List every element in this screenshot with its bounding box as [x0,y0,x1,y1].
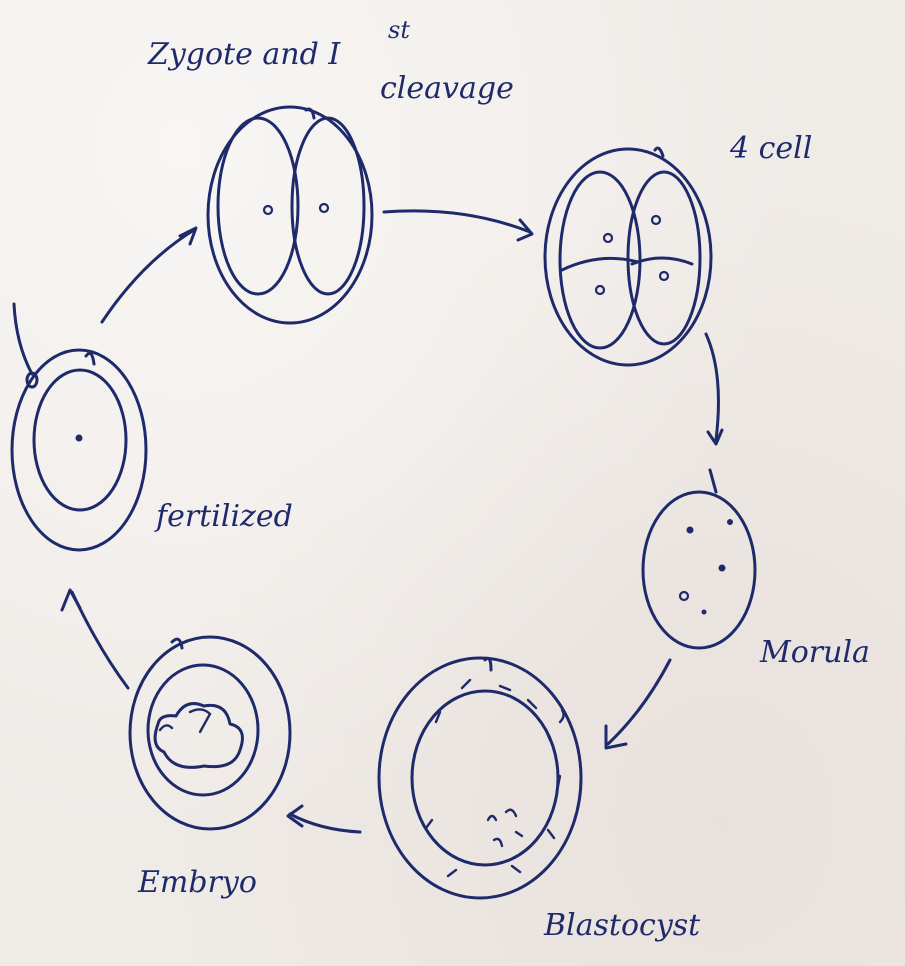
nucleus-3 [596,286,604,294]
four-cell-stage [545,148,711,365]
label-zygote-line1: Zygote and I [147,37,341,72]
label-fertilized: fertilized [154,499,293,534]
embryo-stage [130,637,290,829]
cell-dot [702,610,707,615]
cell-dot [680,592,688,600]
arrow-zygote-to-4cell [384,211,530,232]
zona-notch [485,658,491,670]
arrowhead [180,228,196,244]
blastocyst-stage [379,658,581,898]
zona-notch [86,353,94,364]
nucleus-4 [660,272,668,280]
morula-outline [643,492,755,648]
sperm-tail [14,304,32,374]
nucleus-1 [604,234,612,242]
stage-labels: Zygote and I st cleavage 4 cell fertiliz… [137,16,870,943]
cell-dot [719,565,726,572]
embryo-mass [155,704,242,768]
zona-notch [306,109,314,118]
cell-dot [727,519,733,525]
arrow-morula-to-blastocyst [608,660,670,744]
zona-pellucida-outline [379,658,581,898]
morula-notch [710,470,716,492]
embryo-detail [160,709,210,732]
zygote-cleavage-stage [208,107,372,323]
cell-dot [687,527,694,534]
trophoblast-marks [426,680,560,876]
label-embryo: Embryo [137,865,257,900]
blastomere-left [218,118,298,294]
nucleus-right [320,204,328,212]
label-zygote-superscript: st [388,16,410,44]
fertilized-egg-stage [12,304,146,550]
arrow-fertilized-to-zygote [102,230,194,322]
pronucleus [76,435,83,442]
blastocoel-outline [412,691,558,865]
inner-cell-mass [488,810,522,846]
arrow-blastocyst-to-embryo [290,814,360,832]
label-blastocyst: Blastocyst [543,908,701,943]
label-four-cell: 4 cell [729,131,812,166]
trophoblast-dash [560,710,564,722]
arrow-4cell-to-morula [706,334,718,440]
label-zygote-line2: cleavage [380,71,514,106]
nucleus-2 [652,216,660,224]
morula-stage [643,470,755,648]
nucleus-left [264,206,272,214]
label-morula: Morula [759,635,870,670]
